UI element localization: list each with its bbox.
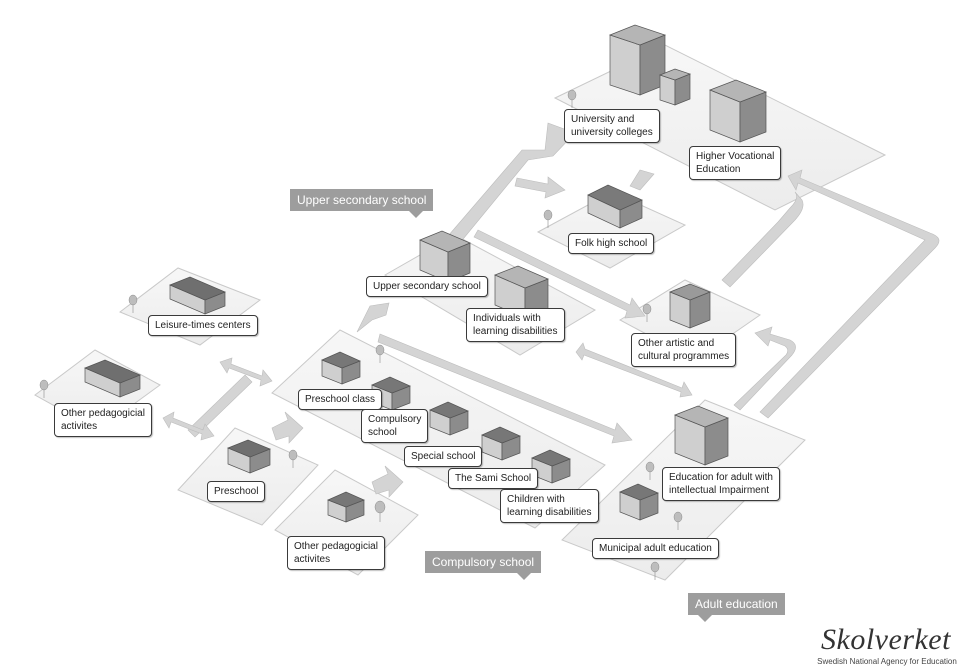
other-pedagogical-bottom-building-icon [327, 491, 365, 523]
arrow-leisure-to-preschool-diagonal [187, 374, 253, 438]
section-tag-adult: Adult education [688, 593, 785, 622]
arrow-to-folk-high-school [514, 176, 566, 199]
label-higher-vocational: Higher Vocational Education [689, 146, 782, 180]
label-other-pedagogical-left: Other pedagogicial activites [54, 403, 152, 437]
label-special-school: Special school [404, 446, 483, 467]
tree-icon [567, 89, 577, 108]
upper-secondary-building-icon [419, 230, 471, 283]
arrow-upper-secondary-to-artistic [473, 229, 646, 319]
arrow-other-ped-preschool-double [162, 411, 215, 441]
trees [39, 89, 683, 580]
tree-icon [375, 344, 385, 363]
tree-icon [39, 379, 49, 398]
arrow-other-ped-to-compulsory [371, 465, 404, 498]
adult-intellectual-building-icon [674, 405, 729, 466]
arrow-adult-to-higher-vocational [759, 169, 940, 419]
tree-icon [650, 561, 660, 580]
label-other-pedagogical-bottom: Other pedagogicial activites [287, 536, 385, 570]
label-preschool-class: Preschool class [298, 389, 383, 410]
tree-icon [543, 209, 553, 228]
higher-vocational-building-icon [709, 79, 767, 143]
label-municipal-adult-education: Municipal adult education [592, 538, 719, 559]
arrow-upper-secondary-adult-double [575, 342, 693, 398]
artistic-building-icon [669, 283, 711, 329]
sami-school-building-icon [481, 426, 521, 461]
label-children-learning-disabilities: Children with learning disabilities [500, 489, 599, 523]
label-individuals-learning-disabilities: Individuals with learning disabilities [466, 308, 565, 342]
label-other-artistic: Other artistic and cultural programmes [631, 333, 737, 367]
arrows [162, 122, 940, 498]
arrow-leisure-preschool-double [219, 357, 273, 387]
arrow-compulsory-to-upper-secondary [356, 302, 390, 333]
university-building-icon [608, 24, 692, 106]
other-pedagogical-left-building-icon [84, 359, 141, 398]
label-university: University and university colleges [564, 109, 660, 143]
label-leisure-time-centers: Leisure-times centers [148, 315, 258, 336]
tree-icon [128, 294, 138, 313]
preschool-building-icon [227, 439, 271, 474]
preschool-class-building-icon [321, 351, 361, 385]
municipal-adult-building-icon [619, 483, 659, 521]
section-tag-compulsory: Compulsory school [425, 551, 542, 580]
label-education-adult-intellectual: Education for adult with intellectual Im… [662, 467, 780, 501]
tree-icon [288, 449, 298, 468]
skolverket-logo: Skolverket [821, 623, 951, 656]
tree-icon [645, 461, 655, 480]
folk-high-school-building-icon [587, 184, 643, 229]
label-sami-school: The Sami School [448, 468, 539, 489]
arrow-artistic-to-higher-vocational [721, 191, 804, 288]
label-preschool: Preschool [207, 481, 266, 502]
arrow-compulsory-to-adult [377, 333, 633, 444]
logo-tagline: Swedish National Agency for Education [817, 657, 957, 666]
label-folk-high-school: Folk high school [568, 233, 655, 254]
tree-icon [673, 511, 683, 530]
tree-icon [642, 303, 652, 322]
label-compulsory-school: Compulsory school [361, 409, 429, 443]
tree-icon [374, 500, 386, 522]
section-tag-upper-secondary: Upper secondary school [290, 189, 434, 218]
label-upper-secondary-school: Upper secondary school [366, 276, 488, 297]
arrow-preschool-to-compulsory [271, 411, 304, 444]
special-school-building-icon [429, 401, 469, 436]
arrow-adult-to-artistic [733, 326, 796, 411]
leisure-center-building-icon [169, 276, 226, 315]
arrow-folk-to-university [629, 169, 655, 191]
